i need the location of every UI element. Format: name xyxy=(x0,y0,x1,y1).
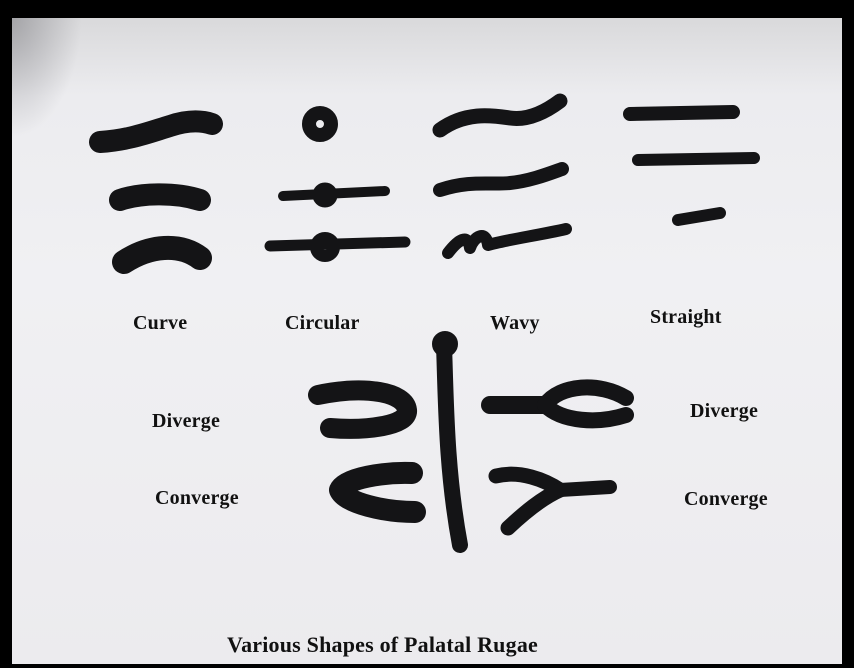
median-raphe xyxy=(436,335,460,545)
label-curve: Curve xyxy=(133,312,187,335)
circular-shape-3 xyxy=(270,238,405,256)
circular-shape-2 xyxy=(283,188,385,202)
curve-shape-3 xyxy=(124,248,200,262)
wavy-shape-1 xyxy=(440,101,560,130)
label-circular: Circular xyxy=(285,312,360,335)
curve-shape-2 xyxy=(120,194,200,200)
straight-shape-3 xyxy=(678,213,720,220)
circular-shape-1 xyxy=(309,113,331,135)
curve-shape-1 xyxy=(100,122,212,142)
straight-shape-2 xyxy=(638,158,754,160)
wavy-shape-3 xyxy=(448,229,566,253)
label-straight: Straight xyxy=(650,306,722,329)
straight-shape-1 xyxy=(630,112,733,114)
diverge-shape-left xyxy=(318,390,407,428)
converge-shape-right xyxy=(496,474,610,528)
label-converge-left: Converge xyxy=(155,487,239,510)
label-wavy: Wavy xyxy=(490,312,540,335)
label-diverge-left: Diverge xyxy=(152,410,220,433)
diverge-shape-right xyxy=(490,387,626,420)
diagram-caption: Various Shapes of Palatal Rugae xyxy=(227,632,538,658)
converge-shape-left xyxy=(340,473,415,512)
label-converge-right: Converge xyxy=(684,488,768,511)
wavy-shape-2 xyxy=(440,169,562,190)
label-diverge-right: Diverge xyxy=(690,400,758,423)
